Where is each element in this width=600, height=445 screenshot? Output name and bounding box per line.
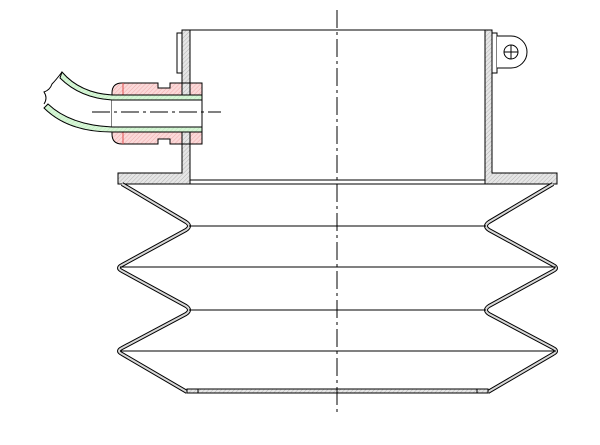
center-lines [92,10,338,413]
left-clip-plate [176,32,183,74]
cable-break-line [43,71,63,105]
cable [43,71,203,133]
cable-sheath-top [59,71,203,101]
left-wall-section [117,29,191,185]
screw-icon [503,44,519,60]
cable-sheath-bottom [43,103,203,133]
right-lug-plate [491,32,498,74]
